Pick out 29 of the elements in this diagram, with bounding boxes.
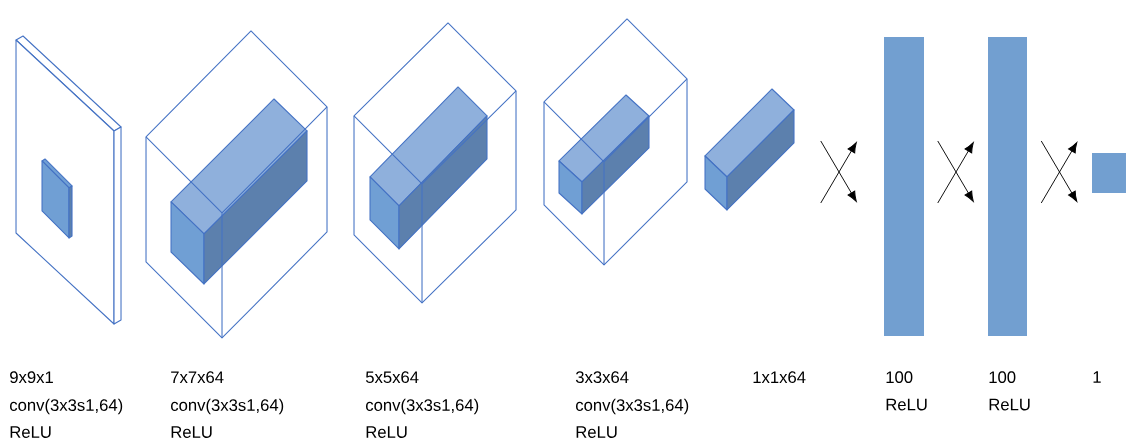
layer-label: ReLU — [171, 426, 212, 438]
layer-label: ReLU — [366, 426, 407, 438]
layer-label: 7x7x64 — [171, 371, 224, 384]
layer-label: 100 — [989, 371, 1016, 384]
connection-arrows — [1040, 140, 1078, 204]
connection-arrows — [937, 140, 974, 204]
layer-label: ReLU — [989, 398, 1030, 411]
layer-label: ReLU — [576, 426, 617, 438]
layer-label: 1 — [1093, 371, 1101, 383]
layer-drawing — [704, 88, 795, 211]
connection-arrows — [820, 140, 857, 204]
layer-label: conv(3x3s1,64) — [366, 398, 479, 415]
layer-label: 9x9x1 — [10, 371, 53, 384]
layer-label: 3x3x64 — [575, 371, 629, 384]
layer-label: conv(3x3s1,64) — [576, 398, 689, 415]
layer-label: ReLU — [886, 398, 927, 411]
layer-drawing — [145, 30, 328, 339]
dense-layer-bar — [884, 37, 924, 336]
layer-drawing — [543, 18, 688, 266]
layer-label: 100 — [886, 371, 913, 384]
dense-layer-bar — [988, 37, 1027, 336]
layer-label: ReLU — [10, 426, 51, 438]
layer-label: conv(3x3s1,64) — [171, 398, 284, 415]
layer-label: 5x5x64 — [365, 371, 419, 384]
layer-drawing — [353, 22, 517, 304]
layer-label: conv(3x3s1,64) — [10, 398, 123, 415]
layer-drawing — [1092, 153, 1126, 193]
layer-drawing — [15, 35, 122, 325]
layer-label: 1x1x64 — [753, 371, 806, 384]
